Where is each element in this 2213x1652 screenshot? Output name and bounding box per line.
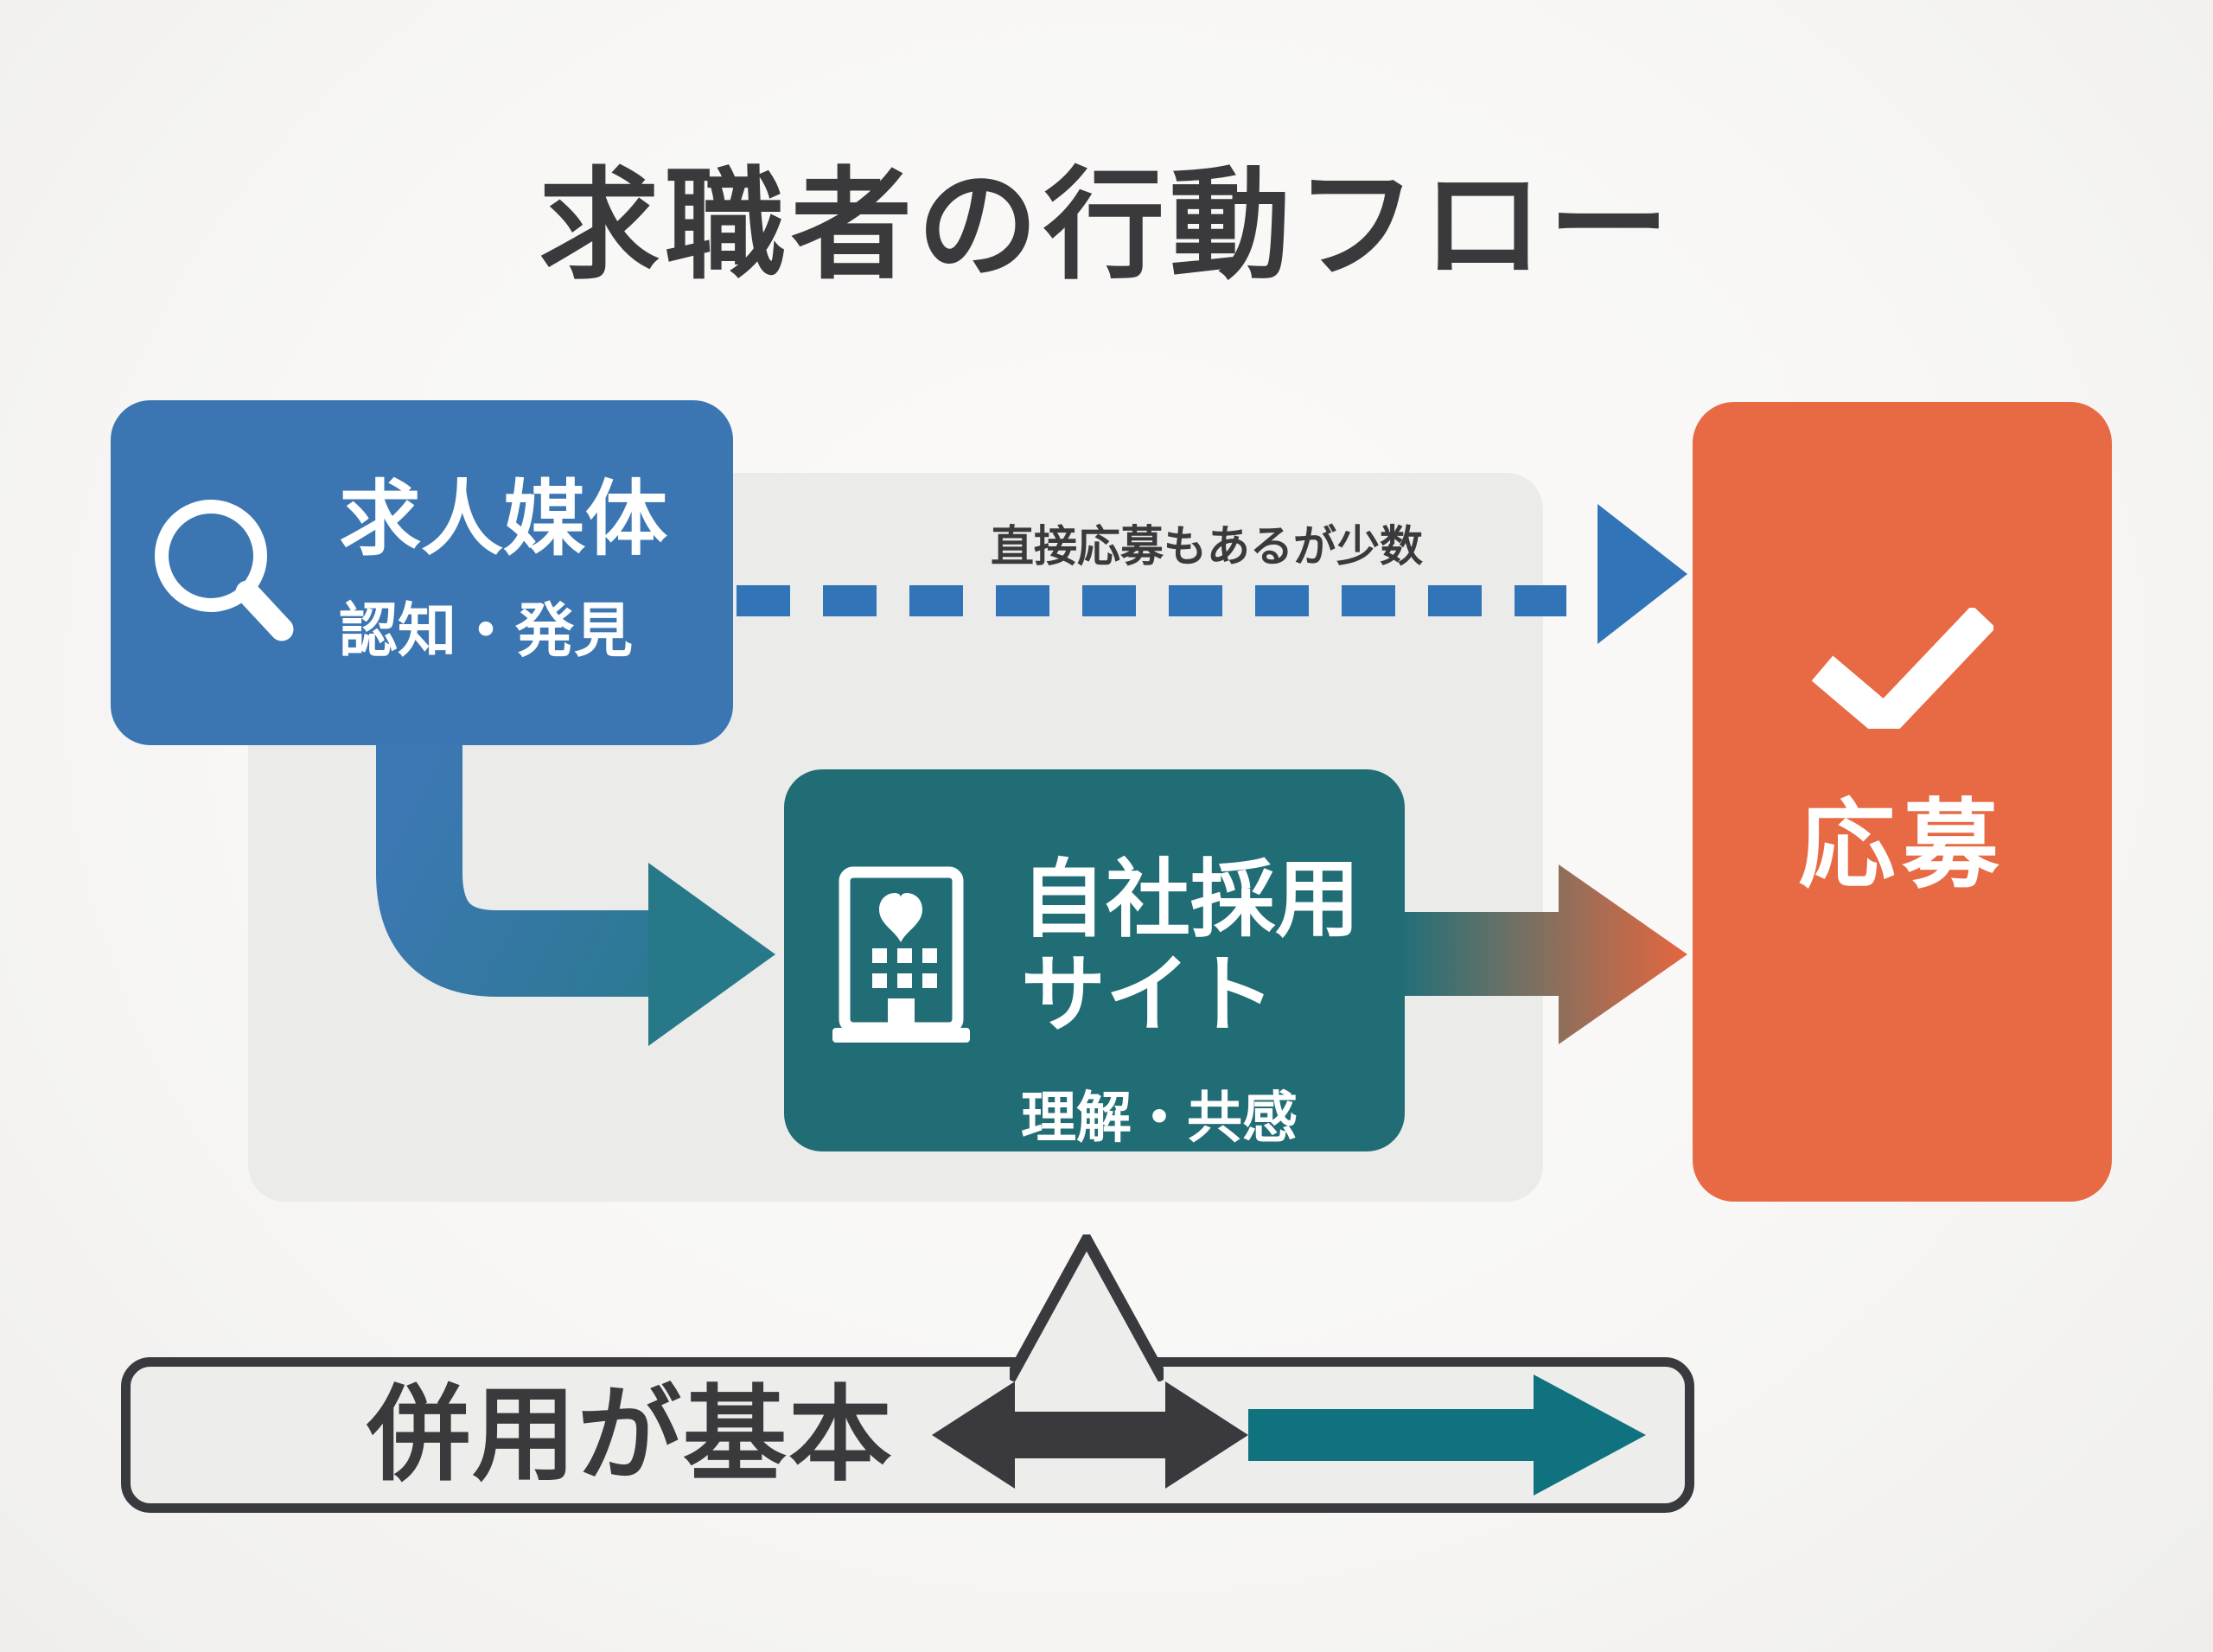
page-title: 求職者の行動フロー: [538, 157, 1674, 293]
company-site-title-line2: サイト: [1021, 946, 1276, 1042]
site-to-application-arrow: [1395, 864, 1687, 1044]
combined-use-label: 併用が基本: [367, 1377, 894, 1493]
job-media-subtitle: 認知・発見: [339, 597, 634, 664]
application-title: 応募: [1798, 791, 2006, 899]
combined-use-box: 併用が基本: [121, 1357, 1694, 1513]
magnifier-icon: [150, 487, 306, 660]
job-media-title: 求人媒体: [339, 474, 668, 566]
building-heart-icon: [826, 866, 977, 1043]
media-to-site-arrow: [376, 730, 775, 1046]
company-site-title-line1: 自社採用: [1021, 852, 1361, 947]
direct-apply-arrowhead: [1598, 504, 1687, 644]
direct-apply-label: 直接応募もあるが少数: [991, 522, 1423, 571]
double-headed-arrow-icon: [932, 1376, 1248, 1498]
company-site-subtitle: 理解・共感: [1021, 1087, 1298, 1149]
teal-right-arrow-icon: [1248, 1371, 1646, 1503]
application-node: 応募: [1693, 402, 2112, 1202]
direct-apply-dashed-line: [737, 585, 1566, 616]
callout-pointer: [1010, 1234, 1164, 1381]
company-site-node: 自社採用 サイト 理解・共感: [784, 769, 1405, 1151]
job-media-node: 求人媒体 認知・発見: [111, 400, 733, 745]
checkmark-icon: [1811, 604, 1996, 744]
